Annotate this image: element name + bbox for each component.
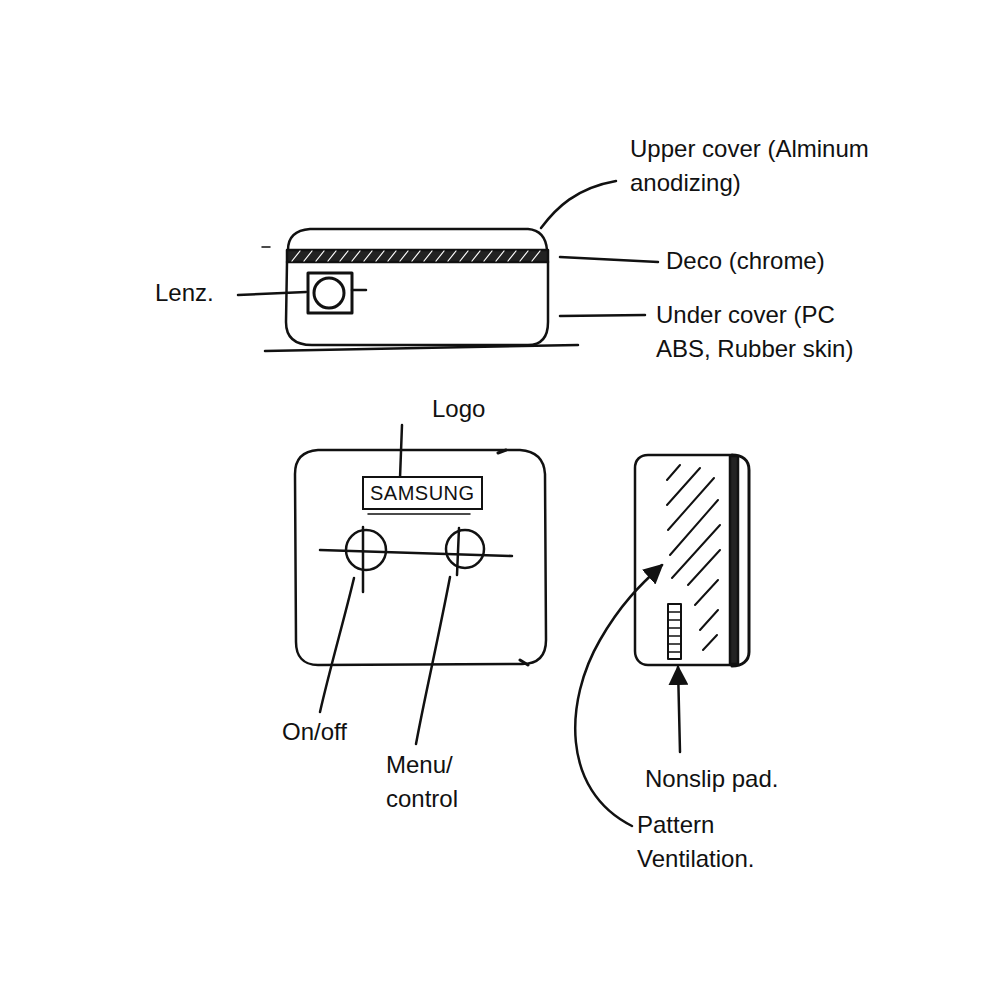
button-axis (362, 527, 365, 592)
logo-box: SAMSUNG (362, 476, 483, 510)
feature-label: Pattern Ventilation. (637, 808, 812, 876)
part-label: Logo (432, 392, 522, 426)
leader-arrow (678, 667, 680, 752)
leader-line (416, 577, 450, 744)
control-label: Menu/ control (386, 748, 486, 816)
front-view-body (295, 450, 546, 665)
leader-line (320, 578, 354, 712)
side-view-body (635, 455, 732, 665)
lens (314, 278, 344, 308)
deco-band (730, 456, 738, 664)
deco-band (287, 250, 548, 262)
leader-line (560, 257, 658, 262)
nonslip-pad (668, 604, 681, 659)
deco-hatch (292, 251, 540, 261)
leader-line (560, 315, 645, 316)
leader-line (238, 292, 306, 295)
part-label: Upper cover (Alminum anodizing) (630, 132, 930, 200)
button-axis (320, 550, 512, 556)
corner-mark (498, 450, 528, 665)
menu-button (446, 530, 484, 568)
control-label: On/off (282, 715, 392, 749)
mark (262, 246, 270, 248)
leader-line (541, 181, 616, 228)
pad-ribs (668, 612, 681, 652)
part-label: Deco (chrome) (666, 244, 926, 278)
logo-text: SAMSUNG (370, 480, 475, 506)
under-cover (286, 262, 548, 345)
lens-axis (352, 289, 366, 292)
leader-line (400, 425, 402, 478)
button-axis (457, 528, 459, 575)
lens-frame (308, 273, 352, 313)
part-label: Under cover (PC ABS, Rubber skin) (656, 298, 871, 366)
logo-underline (368, 513, 470, 515)
part-label: Lenz. (155, 276, 245, 310)
ground-line (265, 345, 578, 351)
part-label: Nonslip pad. (645, 762, 845, 796)
ventilation-pattern (667, 465, 720, 650)
upper-cover (288, 229, 547, 250)
